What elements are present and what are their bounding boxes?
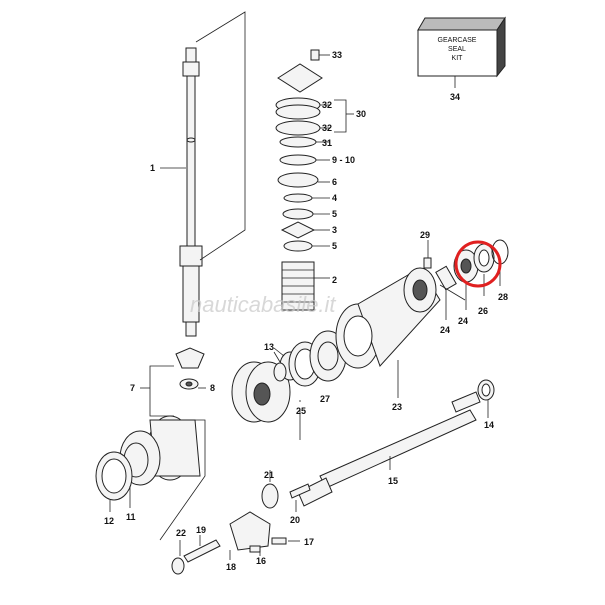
label-24-right: 24 [458, 316, 468, 326]
label-21: 21 [264, 470, 274, 480]
label-15: 15 [388, 476, 398, 486]
label-12: 12 [104, 516, 114, 526]
label-27: 27 [320, 394, 330, 404]
clutch-dog-assembly [171, 470, 311, 575]
label-32-upper: 32 [322, 100, 332, 110]
label-19: 19 [196, 525, 206, 535]
label-16: 16 [256, 556, 266, 566]
small-parts [273, 351, 287, 382]
rear-seal-set [435, 239, 509, 320]
label-26: 26 [478, 306, 488, 316]
watermark-text: nauticabasile.it [190, 292, 336, 317]
label-7: 7 [130, 383, 135, 393]
label-25: 25 [296, 406, 306, 416]
label-34: 34 [450, 92, 460, 102]
callout-labels: 1 2 3 4 5 5 6 7 8 9 - 10 11 12 13 14 15 … [104, 50, 508, 572]
bearing-stack [275, 49, 354, 311]
label-5-upper: 5 [332, 209, 337, 219]
label-5-lower: 5 [332, 241, 337, 251]
label-22: 22 [176, 528, 186, 538]
label-20: 20 [290, 515, 300, 525]
label-3: 3 [332, 225, 337, 235]
kit-label-line3: KIT [452, 55, 464, 62]
label-28: 28 [498, 292, 508, 302]
pinion-gear [140, 347, 206, 417]
highlight-circle [454, 240, 502, 288]
label-2: 2 [332, 275, 337, 285]
label-23: 23 [392, 402, 402, 412]
label-4: 4 [332, 193, 337, 203]
label-31: 31 [322, 138, 332, 148]
gearcase-seal-kit-box: GEARCASE SEAL KIT [417, 16, 506, 88]
label-24-left: 24 [440, 325, 450, 335]
label-6: 6 [332, 177, 337, 187]
kit-label-line2: SEAL [448, 46, 466, 53]
label-13: 13 [264, 342, 274, 352]
label-1: 1 [150, 163, 155, 173]
label-33: 33 [332, 50, 342, 60]
label-29: 29 [420, 230, 430, 240]
drive-shaft [160, 11, 246, 337]
label-14: 14 [484, 420, 494, 430]
label-9-10: 9 - 10 [332, 155, 355, 165]
label-8: 8 [210, 383, 215, 393]
label-30: 30 [356, 109, 366, 119]
label-17: 17 [304, 537, 314, 547]
forward-gear-assembly [95, 415, 206, 541]
reverse-gear [231, 330, 347, 440]
label-32-lower: 32 [322, 123, 332, 133]
propeller-shaft [297, 379, 495, 507]
bearing-carrier [335, 240, 441, 398]
kit-label-line1: GEARCASE [438, 37, 477, 44]
label-11: 11 [126, 512, 136, 522]
label-18: 18 [226, 562, 236, 572]
